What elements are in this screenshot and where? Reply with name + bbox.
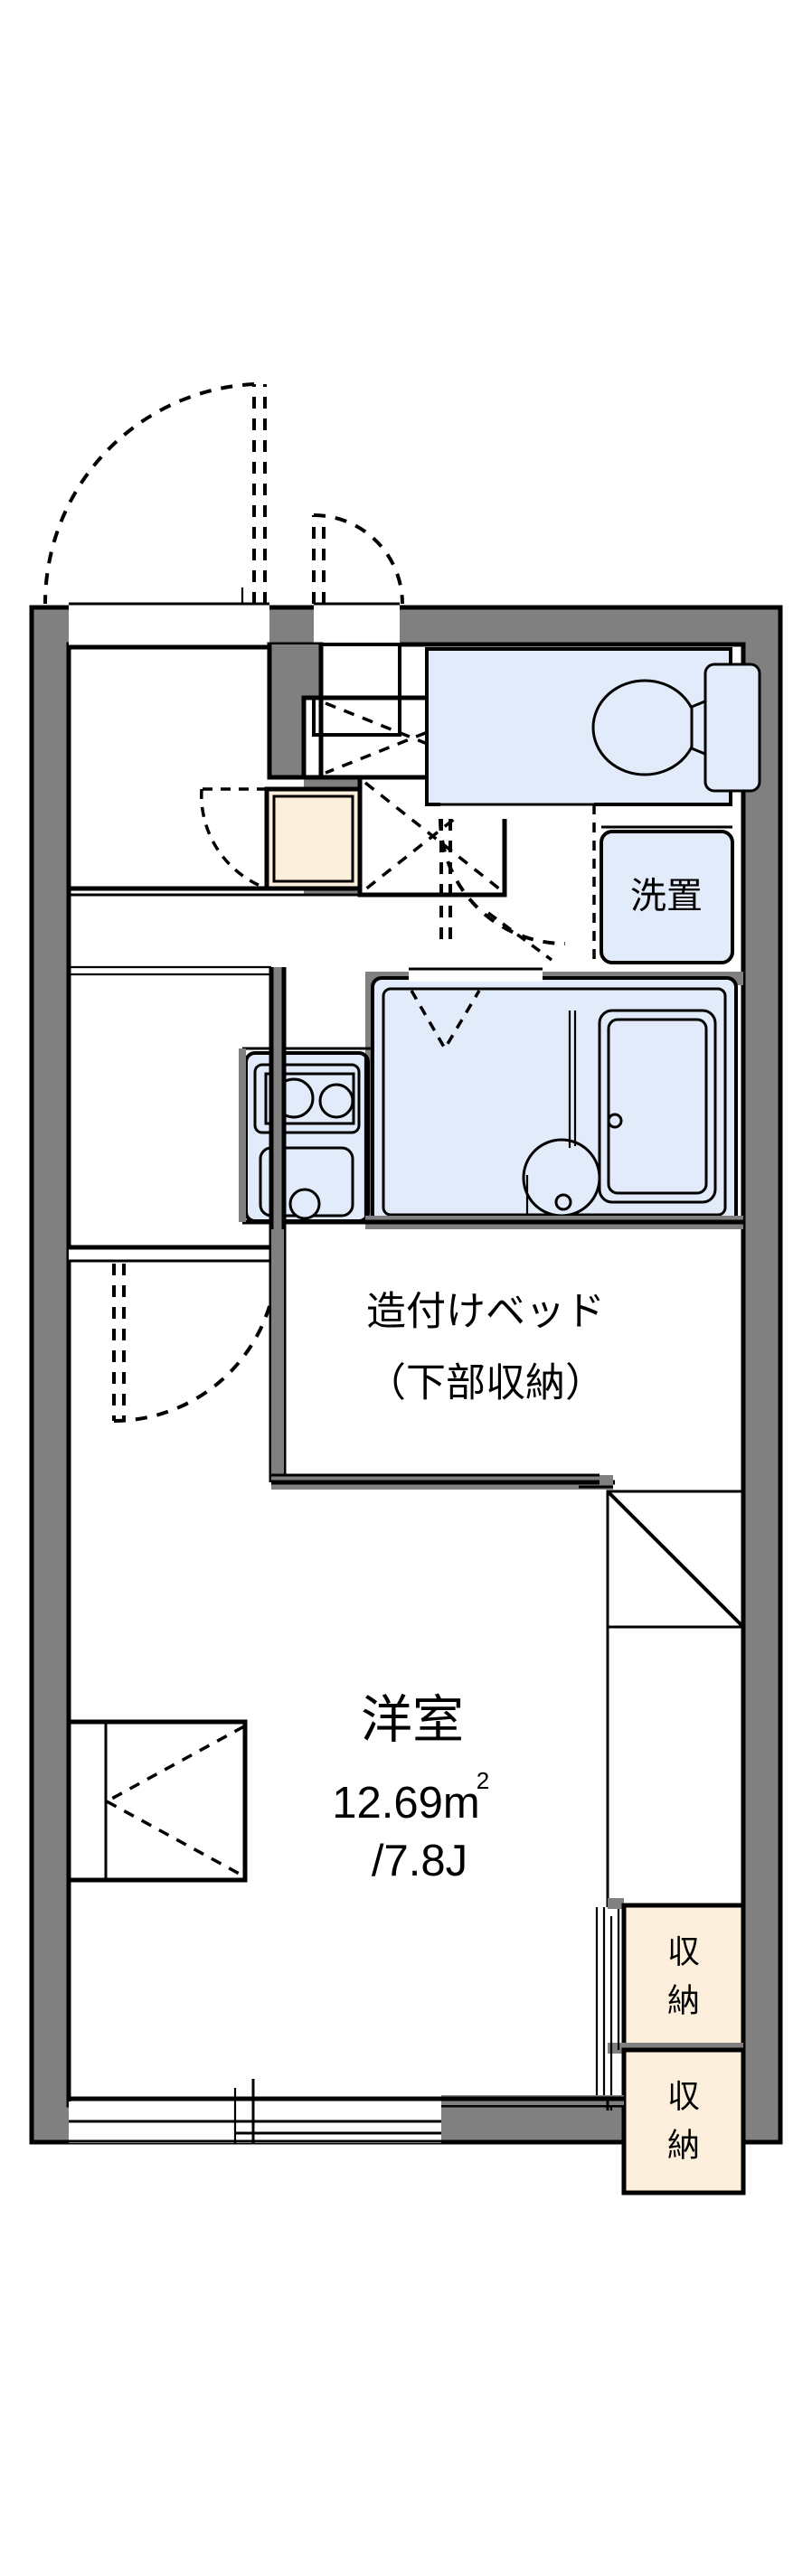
meter-box xyxy=(312,643,401,737)
shoe-cabinet xyxy=(264,786,363,891)
shoe-cabinet-door-arc xyxy=(200,788,268,890)
main-room-area: 12.69m xyxy=(332,1779,479,1828)
genkan-wall-nook-fill xyxy=(269,644,321,777)
storage-upper-node xyxy=(608,1898,624,1909)
bathtub-drain xyxy=(607,1113,623,1129)
storage-lower-line1: 収 xyxy=(667,2078,700,2115)
kitchen-sink-drain xyxy=(288,1188,321,1220)
entrance-zone xyxy=(42,382,507,898)
kitchen-left-wall xyxy=(239,1048,246,1222)
secondary-door-opening xyxy=(314,604,400,647)
partition-walls xyxy=(269,967,743,1490)
storage-closets: 収 納 収 納 xyxy=(595,1898,746,2195)
stove-burner-small xyxy=(318,1083,354,1119)
window-opening-arrows xyxy=(106,1725,245,1878)
toilet-room xyxy=(425,647,761,945)
genkan-wall-nook-line xyxy=(267,644,324,780)
shoe-cabinet-inner xyxy=(272,794,354,883)
washer-pan xyxy=(600,830,734,964)
hall-right-wall-fill xyxy=(271,967,284,1247)
entrance-door-swing-arc xyxy=(42,382,255,605)
main-room-jo: /7.8J xyxy=(372,1837,467,1885)
upper-closet xyxy=(579,1485,745,1907)
bed-label-line1: 造付けベッド xyxy=(366,1290,605,1334)
storage-upper xyxy=(621,1903,746,2048)
washbasin-drain xyxy=(554,1193,572,1211)
storage-upper-line1: 収 xyxy=(667,1933,700,1970)
main-room-label: 洋室 12.69m 2 /7.8J xyxy=(332,1691,489,1885)
bed-left-wall-fill xyxy=(271,1229,284,1482)
toilet-door-opening xyxy=(440,803,594,819)
washer-label: 洗置 xyxy=(630,877,703,917)
bath-door-opening xyxy=(409,967,543,982)
entrance-door-opening xyxy=(69,604,269,647)
bath-door-marker xyxy=(410,990,481,1052)
storage-lower-line2: 納 xyxy=(667,2127,700,2164)
hall-door-arc xyxy=(113,1261,279,1423)
hallway-door xyxy=(69,1245,279,1423)
upper-closet-diagonal xyxy=(607,1490,744,1628)
window-frame xyxy=(66,1719,248,1883)
left-window xyxy=(66,1719,248,1883)
washer-area: 洗置 xyxy=(592,804,734,967)
secondary-door-swing-arc xyxy=(313,513,404,605)
toilet-cistern xyxy=(703,663,761,793)
bath-door-arc xyxy=(486,911,553,962)
main-room-name: 洋室 xyxy=(361,1691,464,1749)
bottom-window xyxy=(69,2079,624,2143)
storage-upper-line2: 納 xyxy=(667,1982,700,2019)
main-room-area-superscript: 2 xyxy=(477,1767,489,1794)
toilet-door-arc xyxy=(439,818,566,945)
built-in-bed-label: 造付けベッド （下部収納） xyxy=(366,1290,605,1406)
toilet-bowl xyxy=(591,679,698,776)
bed-label-line2: （下部収納） xyxy=(366,1361,605,1406)
misc-details xyxy=(69,588,271,2143)
bathtub-inner xyxy=(607,1018,708,1195)
storage-lower xyxy=(621,2047,746,2195)
unit-bath xyxy=(365,911,743,1226)
hall-right-wall-lines xyxy=(269,967,287,1247)
kitchen xyxy=(239,1047,373,1225)
